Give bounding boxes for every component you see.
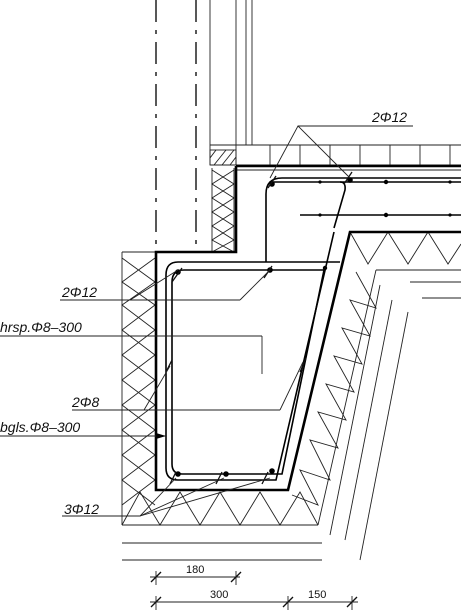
rebar-cage [165,171,461,485]
leader-lines [0,125,413,517]
label-top-bar: 2Φ12 [371,109,407,125]
dimension-150: 150 [308,589,326,601]
slope-insulation [291,231,461,526]
bottom-insulation [121,491,319,526]
label-side-bar: 2Φ8 [71,394,100,410]
left-insulation [121,251,156,525]
soil-lines [122,281,461,561]
label-stirrup: bgls.Φ8–300 [0,419,80,435]
dimension-180: 180 [186,564,204,576]
upper-wall [209,0,253,165]
wall-insulation [211,168,235,253]
dimension-300: 300 [210,589,228,601]
dimension-lines [150,571,358,610]
label-bottom-bar: 3Φ12 [64,501,99,517]
label-left-top-bar: 2Φ12 [61,284,97,300]
axis-lines [155,0,197,250]
label-horizontal-stirrup: hrsp.Φ8–300 [0,319,82,335]
concrete-outline [154,164,461,492]
